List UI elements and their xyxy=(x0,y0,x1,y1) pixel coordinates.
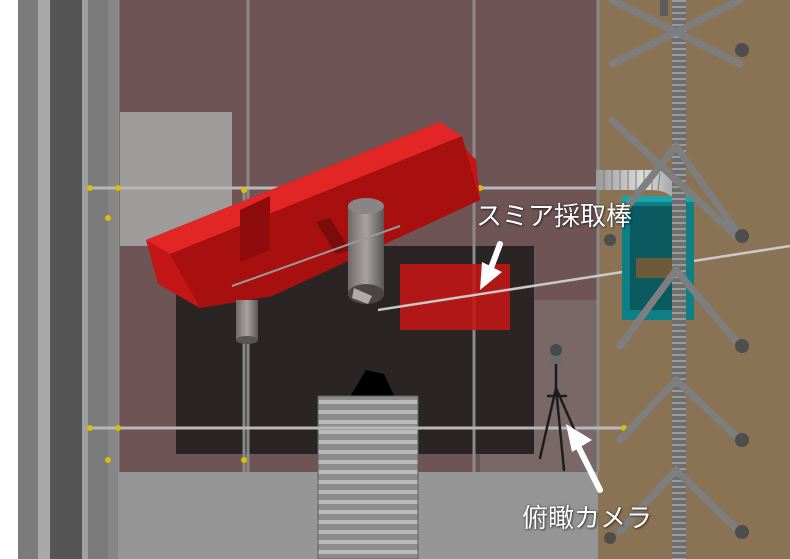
conveyor-rails xyxy=(317,395,419,559)
white-arrow-icon xyxy=(566,424,603,493)
small-cylinder xyxy=(236,300,258,340)
arm-support-rod xyxy=(231,225,401,287)
pit-opening xyxy=(348,370,396,400)
smear-rod-label: スミア採取棒 xyxy=(476,202,633,232)
smear-rod xyxy=(377,244,790,312)
overhead-camera-label: 俯瞰カメラ xyxy=(522,504,653,534)
small-cylinder-base xyxy=(236,336,258,344)
camera-tripod xyxy=(538,344,580,472)
left-wall xyxy=(0,0,108,559)
sampling-cylinder xyxy=(348,198,384,304)
manipulator-arm xyxy=(146,122,480,308)
scaffold-tower xyxy=(604,0,749,559)
white-arrow-icon xyxy=(480,241,503,290)
